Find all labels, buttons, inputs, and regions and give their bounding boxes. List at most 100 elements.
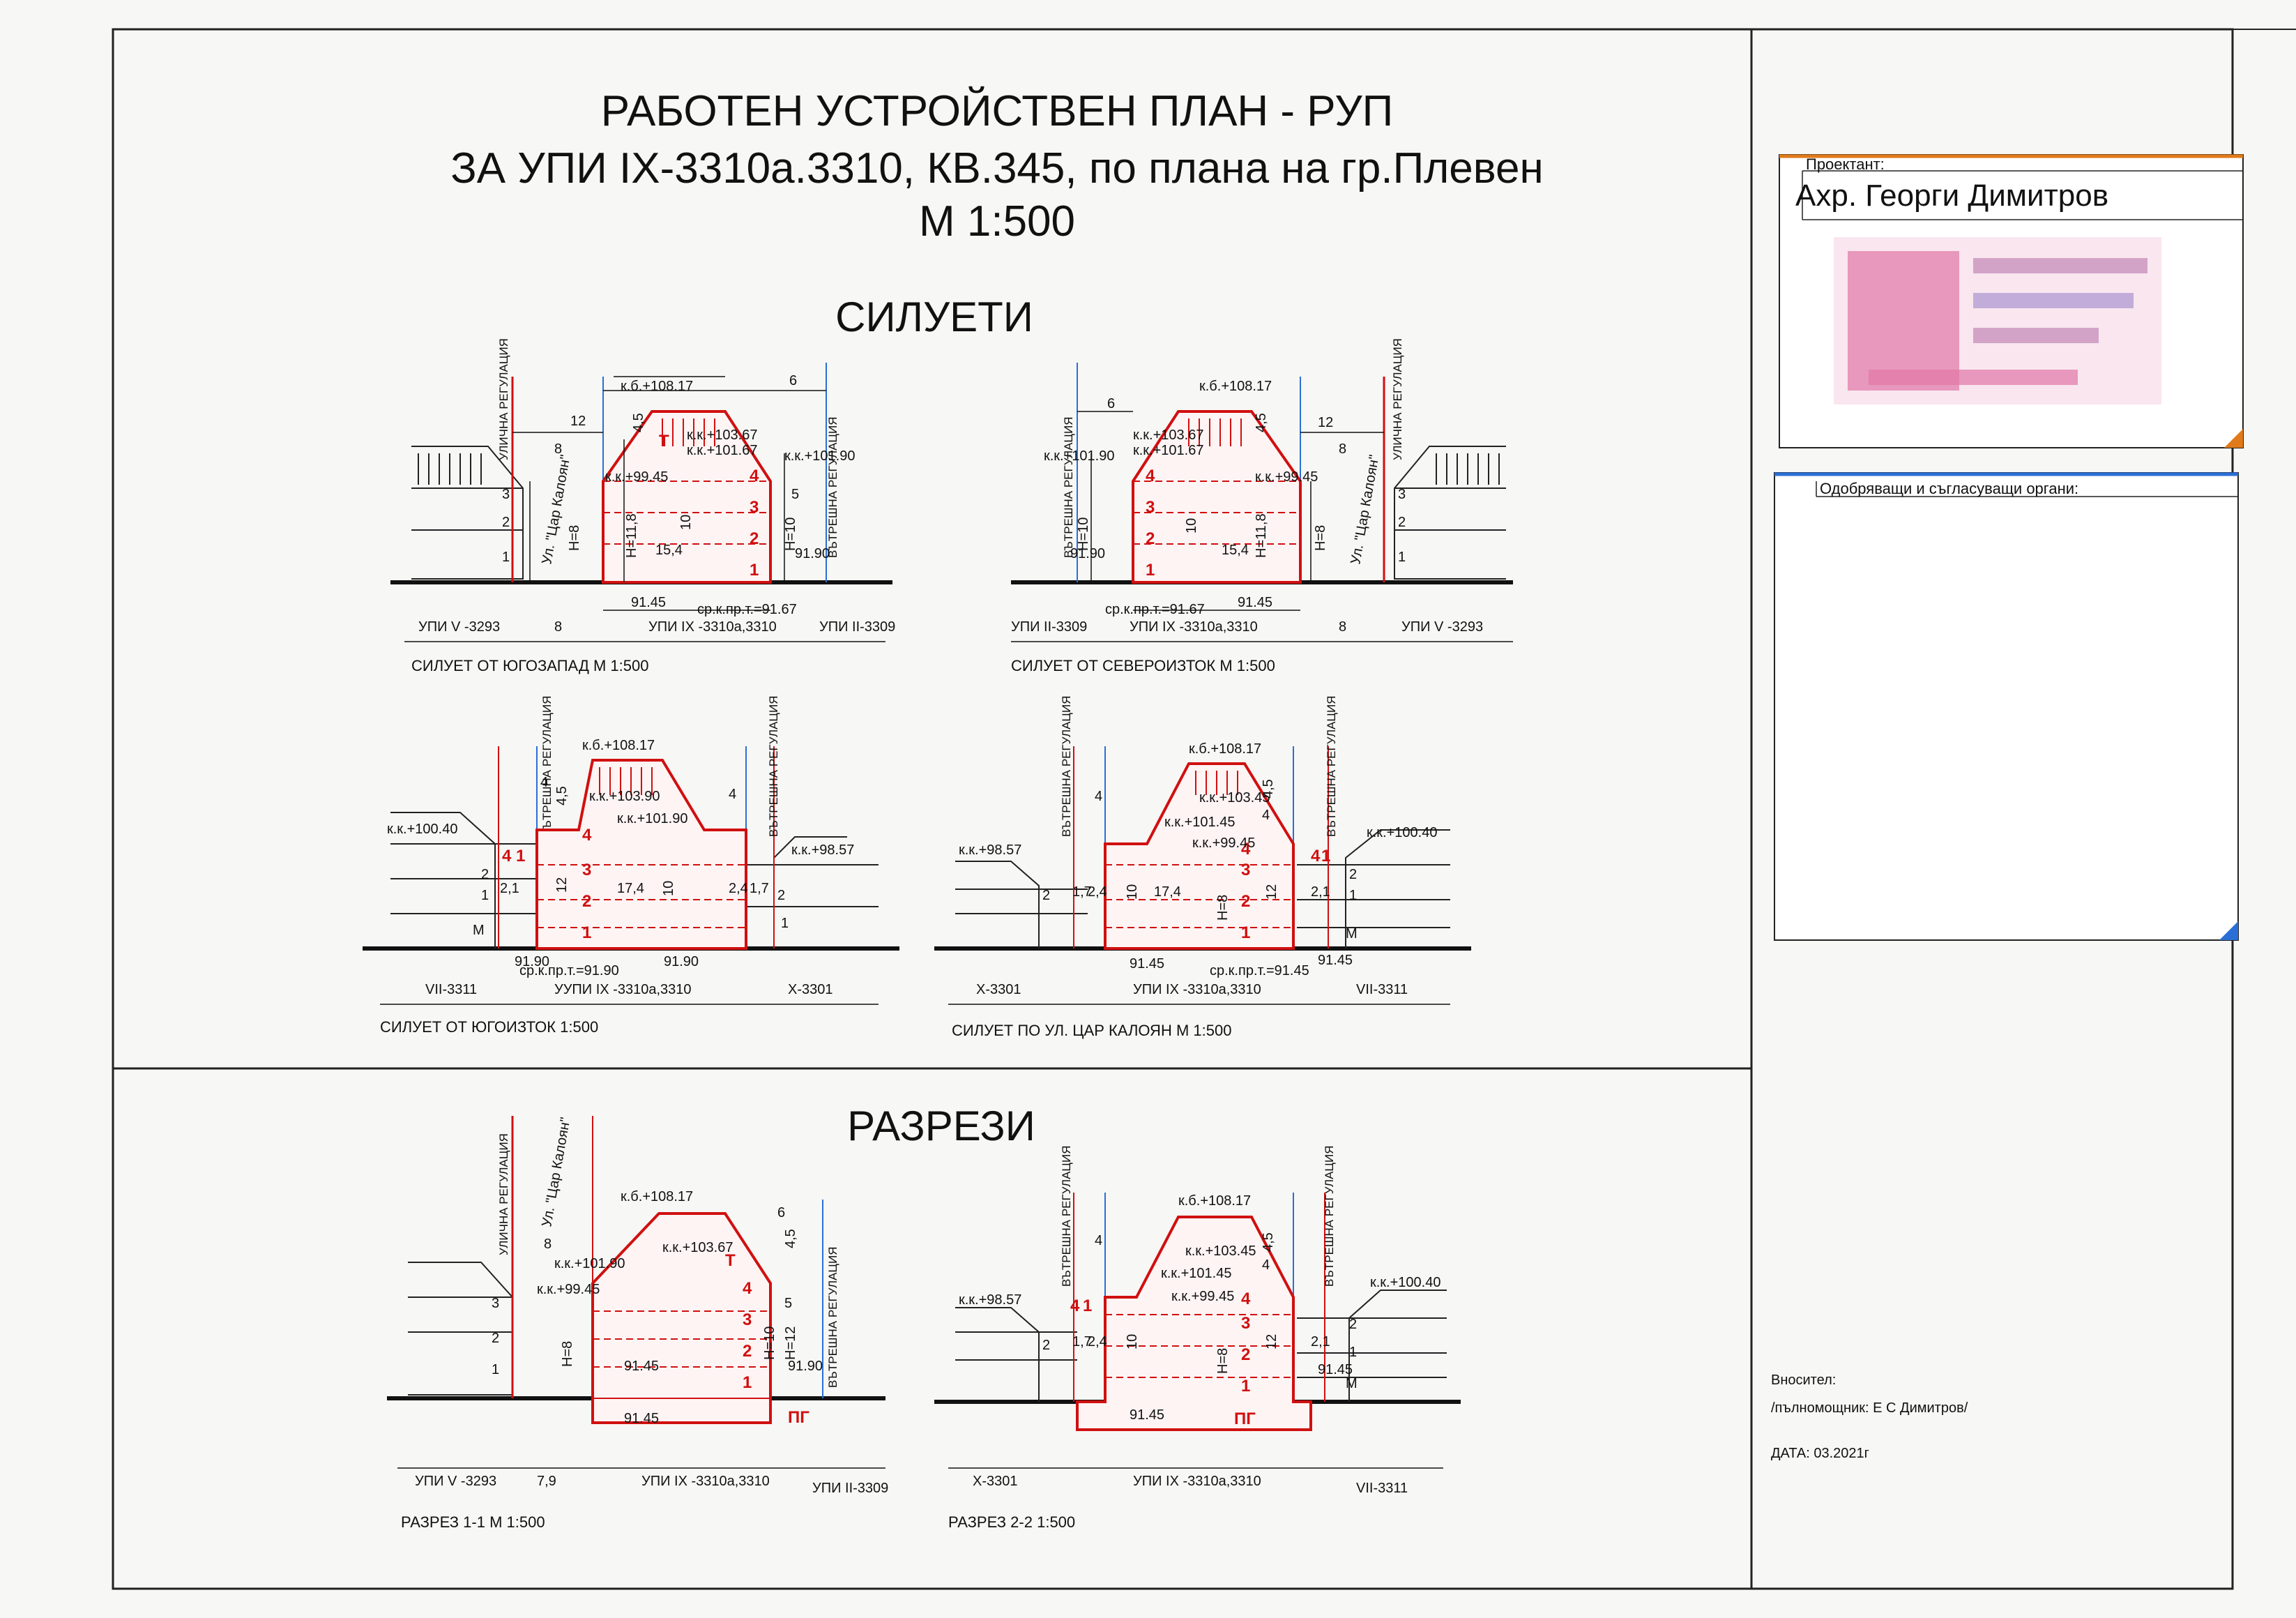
height: Н=10: [783, 517, 798, 551]
side-num: 2: [1349, 867, 1357, 882]
stamp: [1834, 237, 2161, 404]
dim: 4,5: [1261, 779, 1276, 799]
level-mark: к.к.+100.40: [1367, 825, 1437, 840]
dim: 8: [554, 619, 562, 635]
plot-label: УПИ IX -3310а,3310: [1133, 982, 1261, 997]
dim: 91.45: [1238, 595, 1272, 610]
side-num: М: [473, 923, 485, 938]
plot-label: X-3301: [973, 1474, 1018, 1489]
dim: 12: [570, 414, 586, 429]
floor-num: 4: [1241, 840, 1251, 859]
drawing-caption: РАЗРЕЗ 2-2 1:500: [948, 1513, 1075, 1531]
side-num: 2: [1349, 1317, 1357, 1332]
level-mark: к.к.+101.90: [617, 811, 687, 826]
dim: 4,5: [783, 1229, 798, 1248]
floor-num: 3: [743, 1310, 752, 1329]
plot-label: УПИ II-3309: [812, 1481, 888, 1496]
side-num: 1: [481, 888, 489, 903]
plot-label: VII-3311: [1356, 1481, 1408, 1496]
dim: 10: [1125, 884, 1140, 900]
dim: 1,7: [1072, 1334, 1092, 1349]
top-mark: к.б.+108.17: [582, 738, 655, 753]
side-num: 1: [1083, 1296, 1092, 1315]
side-num: 1: [1321, 847, 1330, 865]
dim: 2,1: [1311, 884, 1330, 900]
dim: 12: [554, 877, 570, 893]
plot-label: УУПИ IX -3310а,3310: [554, 982, 692, 997]
dim: 4: [1262, 808, 1270, 823]
dim: 8: [1339, 619, 1346, 635]
side-num: 1: [1349, 1345, 1357, 1360]
level-mark: к.к.+101.90: [554, 1256, 625, 1271]
dim: 1,7: [750, 881, 769, 896]
floor-num: 1: [1241, 923, 1250, 942]
dim: 10: [661, 881, 676, 896]
drawing-silhouette-ne: 3 2 1 ВЪТРЕШНА РЕГУЛАЦИЯ УЛИЧНА РЕГУЛАЦИ…: [1011, 338, 1513, 674]
submitter-label: Вносител:: [1771, 1373, 1836, 1388]
dim: 2,1: [1311, 1334, 1330, 1349]
level-mark: к.к.+103.45: [1185, 1243, 1256, 1259]
level-mark: к.к.+101.45: [1161, 1266, 1231, 1281]
floor-num: 4: [743, 1279, 752, 1298]
level-mark: к.к.+103.67: [687, 428, 757, 443]
dim: 91.45: [631, 595, 666, 610]
floor-num: 2: [1146, 529, 1155, 548]
dim: 6: [777, 1205, 785, 1220]
side-num: 1: [516, 847, 525, 865]
floor-num: 3: [582, 861, 591, 879]
designer-label: Проектант:: [1806, 156, 1885, 173]
dim: 4,5: [631, 413, 646, 432]
level-mark: к.к.+100.40: [387, 822, 457, 837]
dim: 12: [1264, 884, 1279, 900]
height: Н=11,8: [624, 513, 639, 558]
height: Н=10: [1076, 517, 1091, 551]
floor-num: 1: [582, 923, 591, 942]
height: Н=10: [762, 1326, 777, 1360]
plot-label: 7,9: [537, 1474, 556, 1489]
top-mark: к.б.+108.17: [1178, 1193, 1251, 1209]
street-regulation-label: УЛИЧНА РЕГУЛАЦИЯ: [497, 1133, 510, 1255]
dim: 8: [544, 1237, 552, 1252]
dim: 10: [1184, 518, 1199, 534]
side-num: 2: [481, 867, 489, 882]
title-block: Проектант: Ахр. Георги Димитров Одобрява…: [1771, 154, 2244, 1461]
plot-label: X-3301: [976, 982, 1021, 997]
approvers-box: [1774, 472, 2239, 941]
drawing-cut-2-2: ВЪТРЕШНА РЕГУЛАЦИЯ ВЪТРЕШНА РЕГУЛАЦИЯ 4 …: [934, 1145, 1461, 1531]
plot-label: УПИ V -3293: [418, 619, 500, 635]
approvers-label: Одобряващи и съгласуващи органи:: [1820, 480, 2078, 497]
level-mark: к.к.+101.67: [687, 443, 757, 458]
nb-floor: 3: [502, 487, 510, 502]
plot-label: УПИ IX -3310а,3310: [1130, 619, 1258, 635]
dim: 5: [791, 487, 799, 502]
level-mark: к.к.+103.45: [1199, 790, 1270, 806]
dim: 8: [554, 441, 562, 457]
side-num: 1: [1349, 888, 1357, 903]
floor-num: 4: [1241, 1290, 1251, 1308]
level-mark: к.к.+98.57: [959, 1292, 1021, 1308]
dim: 2,4: [729, 881, 748, 896]
inner-regulation-label: ВЪТРЕШНА РЕГУЛАЦИЯ: [826, 1246, 839, 1388]
dim: 91.90: [1070, 546, 1105, 561]
nb-floor: 2: [492, 1331, 499, 1346]
nb-floor: 3: [492, 1296, 499, 1311]
level-mark: к.к.+101.90: [1044, 448, 1114, 464]
side-num: 4: [502, 847, 512, 865]
dim: 15,4: [1222, 543, 1249, 558]
dim: 10: [678, 515, 694, 530]
dim: 6: [789, 373, 797, 388]
plot-label: VII-3311: [425, 982, 477, 997]
floor-num: 4: [1146, 467, 1155, 485]
dim: 91.90: [664, 954, 699, 969]
nb-floor: 1: [492, 1362, 499, 1377]
level-mark: к.к.+101.67: [1133, 443, 1203, 458]
plot-label: VII-3311: [1356, 982, 1408, 997]
dim: 4: [1095, 1233, 1102, 1248]
drawing-caption: РАЗРЕЗ 1-1 М 1:500: [401, 1513, 545, 1531]
dim: 2,4: [1088, 884, 1107, 900]
dim: 91.90: [515, 954, 549, 969]
dim: 12: [1264, 1334, 1279, 1349]
dim: ср.к.пр.т.=91.67: [697, 602, 797, 617]
level-mark: к.к.+99.45: [1192, 836, 1255, 851]
dim: 5: [784, 1296, 792, 1311]
